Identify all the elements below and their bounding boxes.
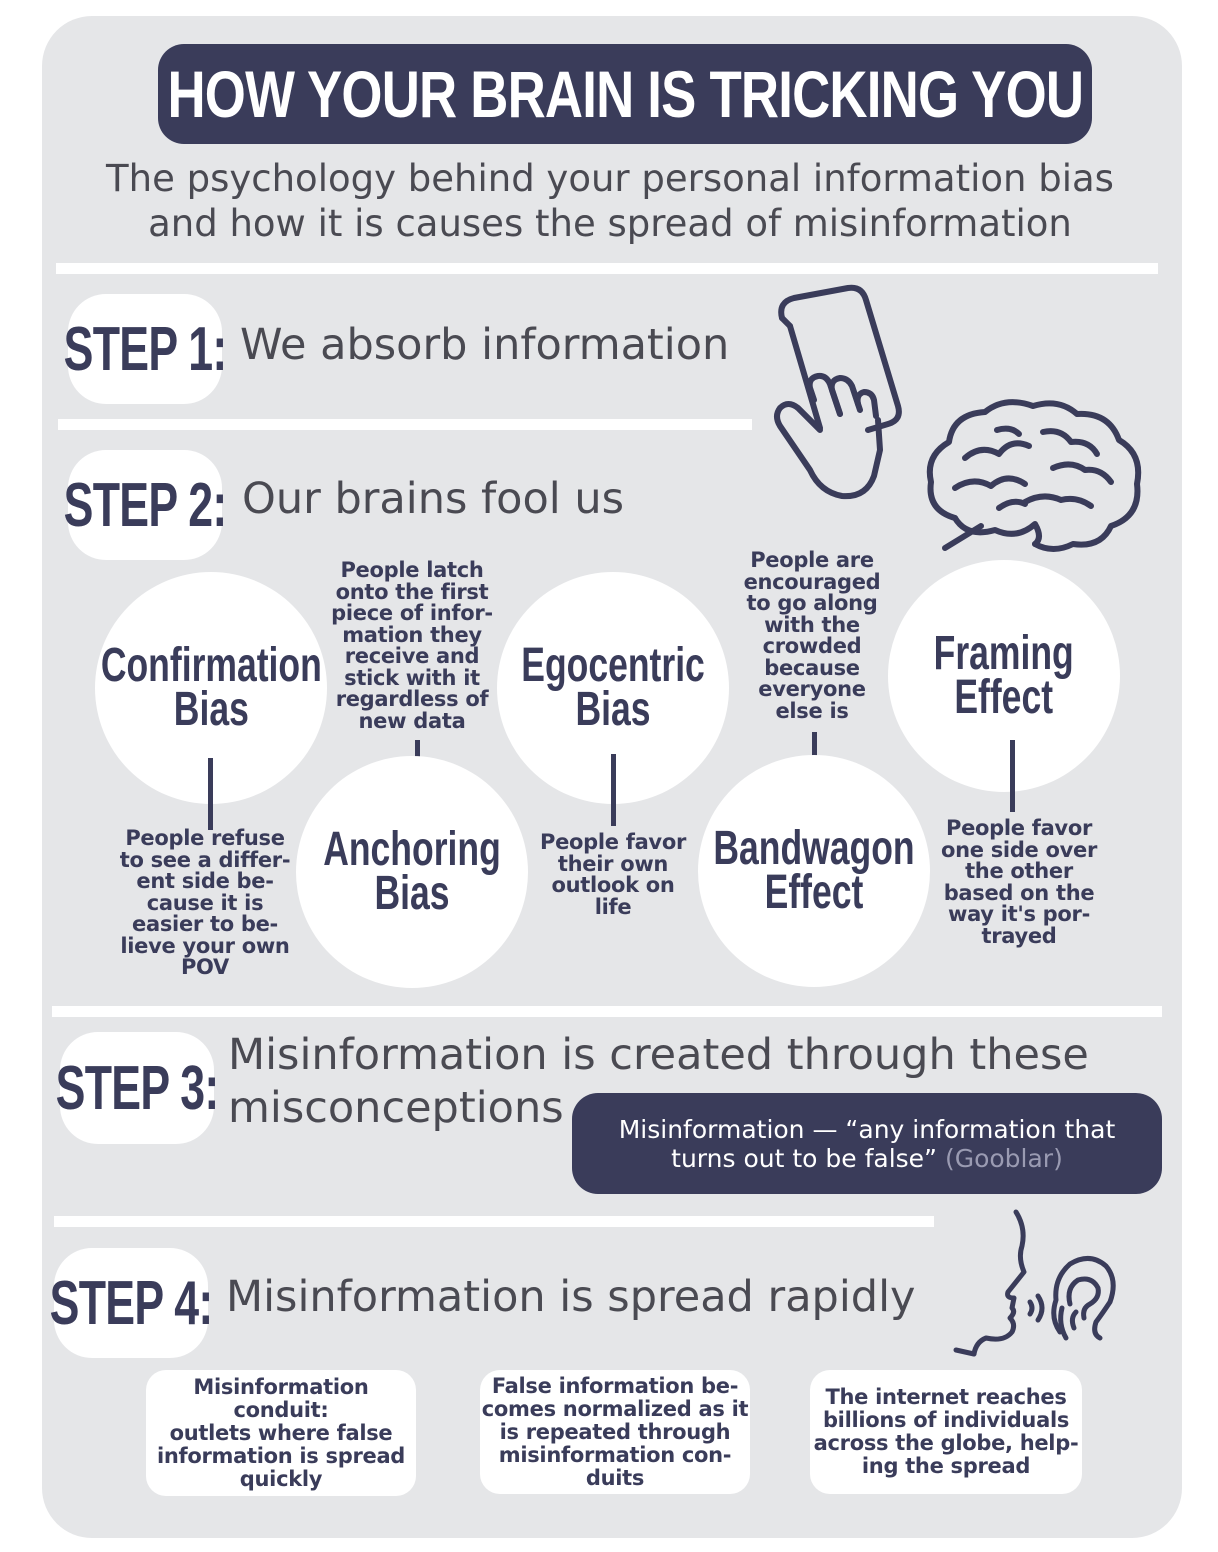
bias-description: People refuse to see a differ- ent side …: [119, 826, 291, 979]
connector-line: [1010, 740, 1015, 812]
step-4-badge: STEP 4:: [50, 1248, 213, 1358]
bias-description: People favor one side over the other bas…: [940, 816, 1098, 948]
title-banner: HOW YOUR BRAIN IS TRICKING YOU: [158, 44, 1092, 144]
subtitle: The psychology behind your personal info…: [60, 156, 1160, 246]
step-1-badge: STEP 1:: [64, 294, 227, 404]
bias-circle-framing: Framing Effect: [888, 560, 1120, 792]
brain-icon: [926, 399, 1142, 552]
speaking-head-ear-icon: [953, 1209, 1116, 1357]
definition-line-2: turns out to be false” (Gooblar): [671, 1143, 1063, 1173]
subtitle-line-2: and how it is causes the spread of misin…: [148, 202, 1072, 245]
phone-tap-icon: [774, 284, 902, 500]
divider-rule: [54, 1216, 934, 1227]
definition-line-1: Misinformation — “any information that: [618, 1114, 1116, 1144]
fact-box-normalized: False information be- comes normalized a…: [480, 1370, 750, 1494]
definition-source: (Gooblar): [944, 1143, 1063, 1173]
step-3-text-line-1: Misinformation is created through these: [228, 1030, 1089, 1080]
connector-line: [611, 754, 616, 826]
step-2-label: STEP 2:: [63, 470, 228, 540]
step-1-text: We absorb information: [240, 320, 730, 370]
bias-name: Anchoring Bias: [323, 823, 501, 920]
bias-circle-bandwagon: Bandwagon Effect: [698, 755, 930, 987]
definition-box: Misinformation — “any information that t…: [572, 1093, 1162, 1194]
fact-text: False information be- comes normalized a…: [481, 1373, 749, 1490]
bias-circle-anchoring: Anchoring Bias: [296, 756, 528, 988]
step-2-text: Our brains fool us: [242, 474, 625, 524]
divider-rule: [58, 419, 752, 430]
divider-rule: [52, 1006, 1162, 1017]
bias-description: People favor their own outlook on life: [539, 830, 687, 919]
bias-circle-egocentric: Egocentric Bias: [497, 572, 729, 804]
fact-text: Misinformation conduit: outlets where fa…: [156, 1374, 406, 1491]
step-3-text-line-2: misconceptions: [228, 1083, 564, 1133]
step-2-badge: STEP 2:: [64, 450, 227, 560]
step-4-text: Misinformation is spread rapidly: [226, 1272, 916, 1322]
subtitle-line-1: The psychology behind your personal info…: [106, 157, 1114, 200]
step-4-label: STEP 4:: [49, 1268, 214, 1338]
bias-name: Confirmation Bias: [100, 639, 322, 736]
fact-box-internet: The internet reaches billions of individ…: [810, 1370, 1082, 1494]
bias-description: People latch onto the first piece of inf…: [331, 558, 493, 733]
bias-name: Egocentric Bias: [521, 639, 705, 736]
fact-box-conduit: Misinformation conduit: outlets where fa…: [146, 1370, 416, 1496]
connector-line: [208, 758, 213, 830]
step-1-label: STEP 1:: [63, 314, 228, 384]
step-3-label: STEP 3:: [55, 1053, 220, 1123]
bias-name: Framing Effect: [933, 627, 1075, 724]
bias-name: Bandwagon Effect: [713, 822, 915, 919]
page-title: HOW YOUR BRAIN IS TRICKING YOU: [167, 57, 1084, 131]
step-3-badge: STEP 3:: [56, 1032, 219, 1144]
divider-rule: [56, 263, 1158, 274]
fact-text: The internet reaches billions of individ…: [813, 1385, 1079, 1478]
bias-description: People are encouraged to go along with t…: [743, 548, 881, 723]
bias-circle-confirmation: Confirmation Bias: [95, 572, 327, 804]
